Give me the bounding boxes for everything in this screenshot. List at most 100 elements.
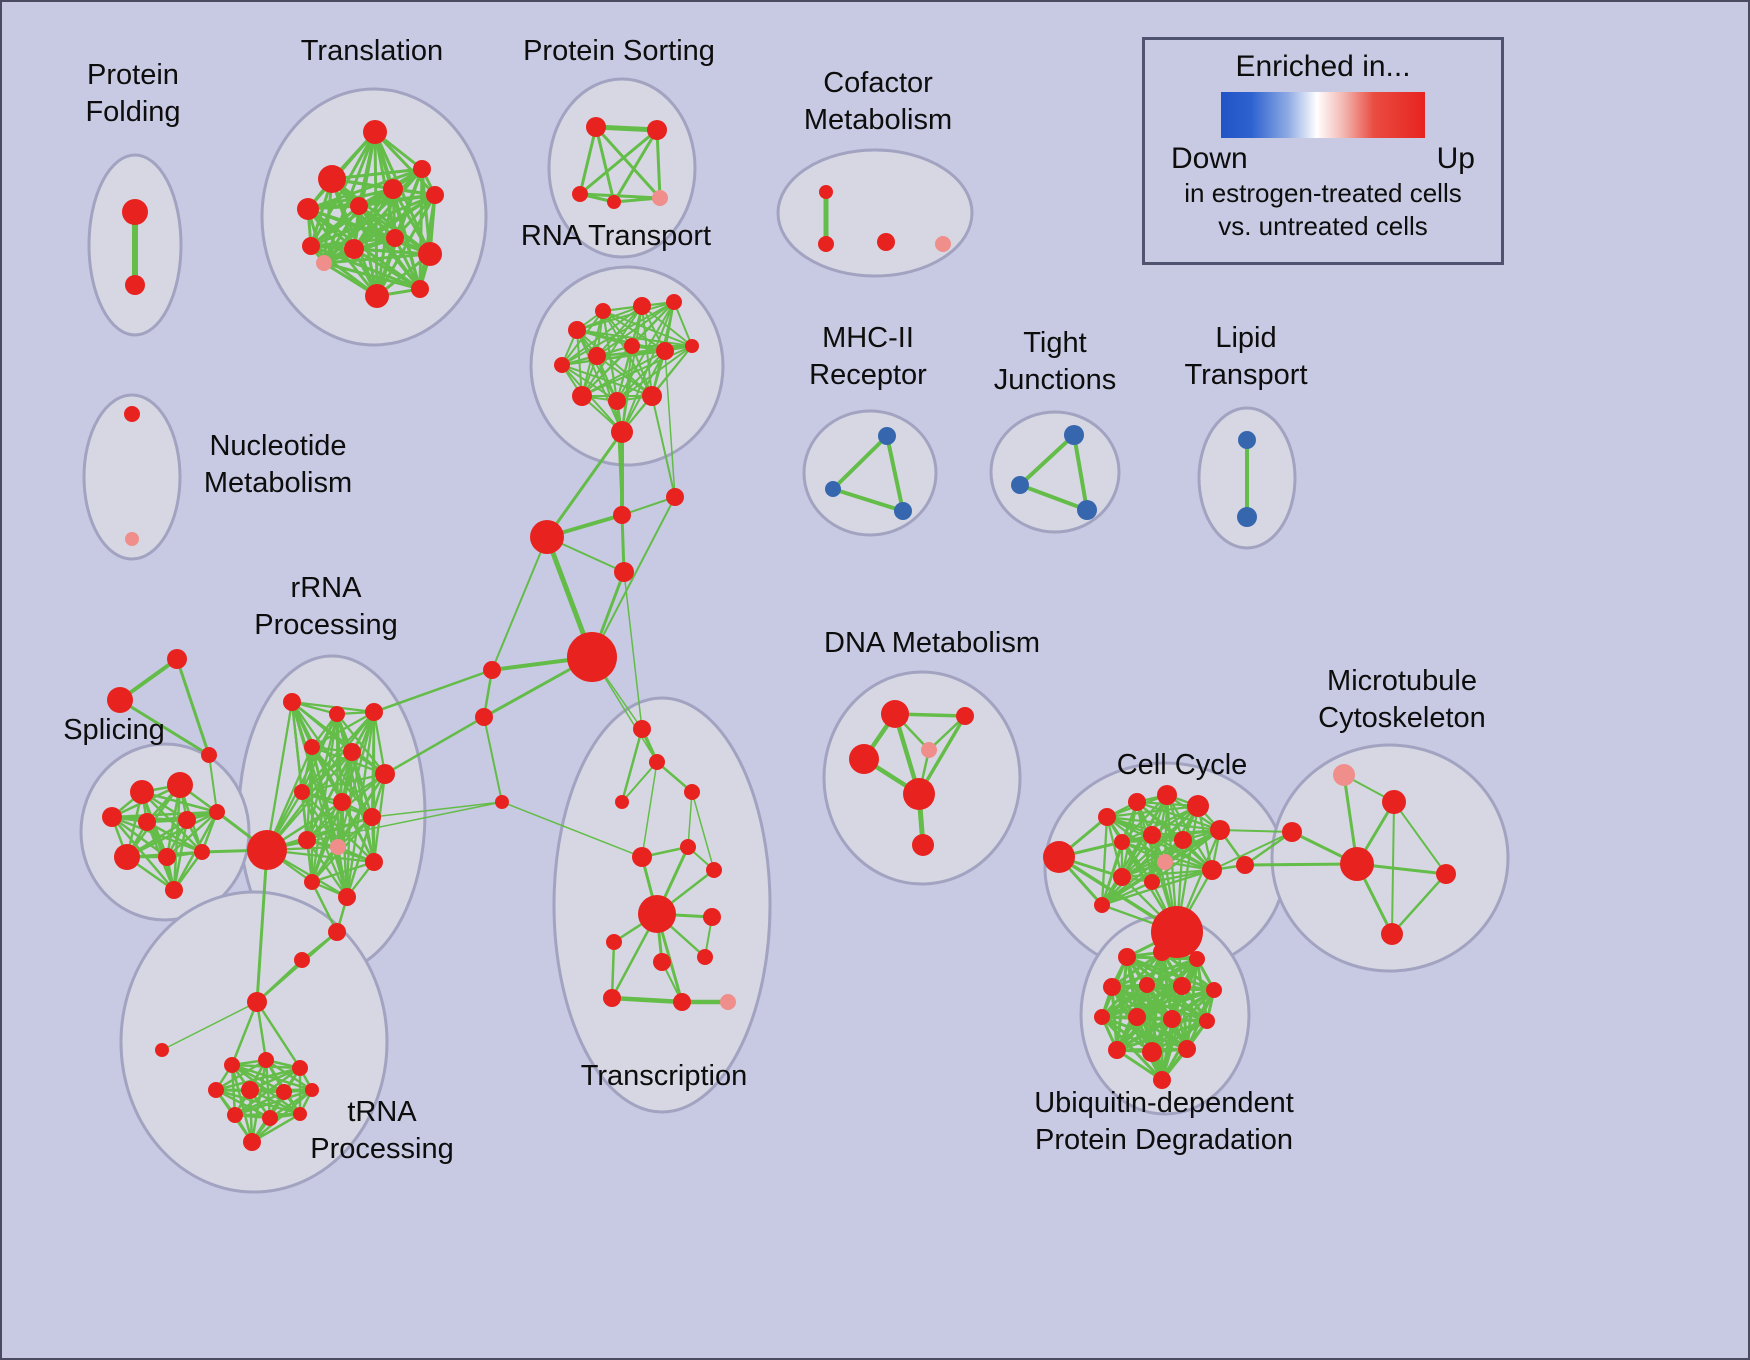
network-edge [491,536,548,671]
network-node [1157,785,1177,805]
network-node [613,506,631,524]
network-edge [501,801,643,858]
network-edge [255,1000,302,1070]
network-node [297,198,319,220]
network-edge [322,261,422,291]
network-edge [561,301,675,366]
network-node [1143,826,1161,844]
network-edge [300,790,340,849]
network-node [624,338,640,354]
network-node [365,284,389,308]
network-edge [596,305,643,357]
network-node [632,847,652,867]
network-edge [609,995,685,1005]
network-edge [578,128,659,196]
network-node [304,874,320,890]
cluster-label-cell-cycle: Cell Cycle [1117,749,1248,781]
network-node [877,233,895,251]
network-node [1098,808,1116,826]
network-edge [330,167,424,181]
network-node [178,811,196,829]
network-node [1210,820,1230,840]
network-edge [1135,988,1216,1019]
network-node [276,1084,292,1100]
network-edge [1150,1019,1209,1054]
network-node [338,888,356,906]
network-edge [687,791,693,848]
network-node [1237,507,1257,527]
network-edge [1018,483,1089,512]
network-edge [309,193,437,248]
network-node [1282,822,1302,842]
network-node [304,739,320,755]
network-node [1199,1013,1215,1029]
network-node [107,687,133,713]
network-node [292,1060,308,1076]
network-node [1118,948,1136,966]
network-edge [1072,433,1089,512]
network-node [1202,860,1222,880]
network-node [165,881,183,899]
network-node [247,992,267,1012]
network-node [209,804,225,820]
network-node [343,743,361,761]
network-edge [1100,983,1149,1019]
network-edge [161,1001,258,1051]
network-node [1153,1071,1171,1089]
network-node [258,1052,274,1068]
network-node [568,321,586,339]
network-node [350,197,368,215]
network-edge [290,700,349,899]
network-edge [581,345,633,397]
network-node [475,708,493,726]
cluster-ellipse-microtubule-cytoskeleton [1270,743,1510,973]
network-edge [623,571,643,730]
network-edge [310,750,354,884]
network-node [138,813,156,831]
network-node [386,229,404,247]
network-edge [208,754,218,813]
network-edge [593,124,660,133]
nodes-layer [102,117,1456,1151]
network-edge [306,167,424,211]
network-edge [594,125,616,204]
network-edge [230,1063,314,1092]
network-node [647,120,667,140]
network-node [567,632,617,682]
network-node [849,744,879,774]
network-node [607,195,621,209]
network-node [1064,425,1084,445]
network-node [383,179,403,199]
network-node [554,357,570,373]
network-node [956,707,974,725]
network-node [611,421,633,443]
legend-down-label: Down [1171,142,1248,175]
network-edge [300,750,354,794]
network-edge [391,187,422,291]
network-edge [1390,872,1448,936]
network-edge [1160,988,1216,1082]
network-node [316,255,332,271]
network-edge [125,810,219,859]
network-node [495,795,509,809]
network-edge [352,167,424,251]
network-node [1094,897,1110,913]
network-edge [255,958,304,1004]
network-edge [621,496,676,516]
network-node [130,780,154,804]
network-node [1333,764,1355,786]
network-node [653,953,671,971]
network-edge [250,1112,302,1144]
network-node [1108,1041,1126,1059]
network-node [1189,951,1205,967]
network-node [283,693,301,711]
network-node [673,993,691,1011]
network-node [894,502,912,520]
network-edge [305,838,349,899]
network-edge [885,434,905,513]
network-node [903,778,935,810]
